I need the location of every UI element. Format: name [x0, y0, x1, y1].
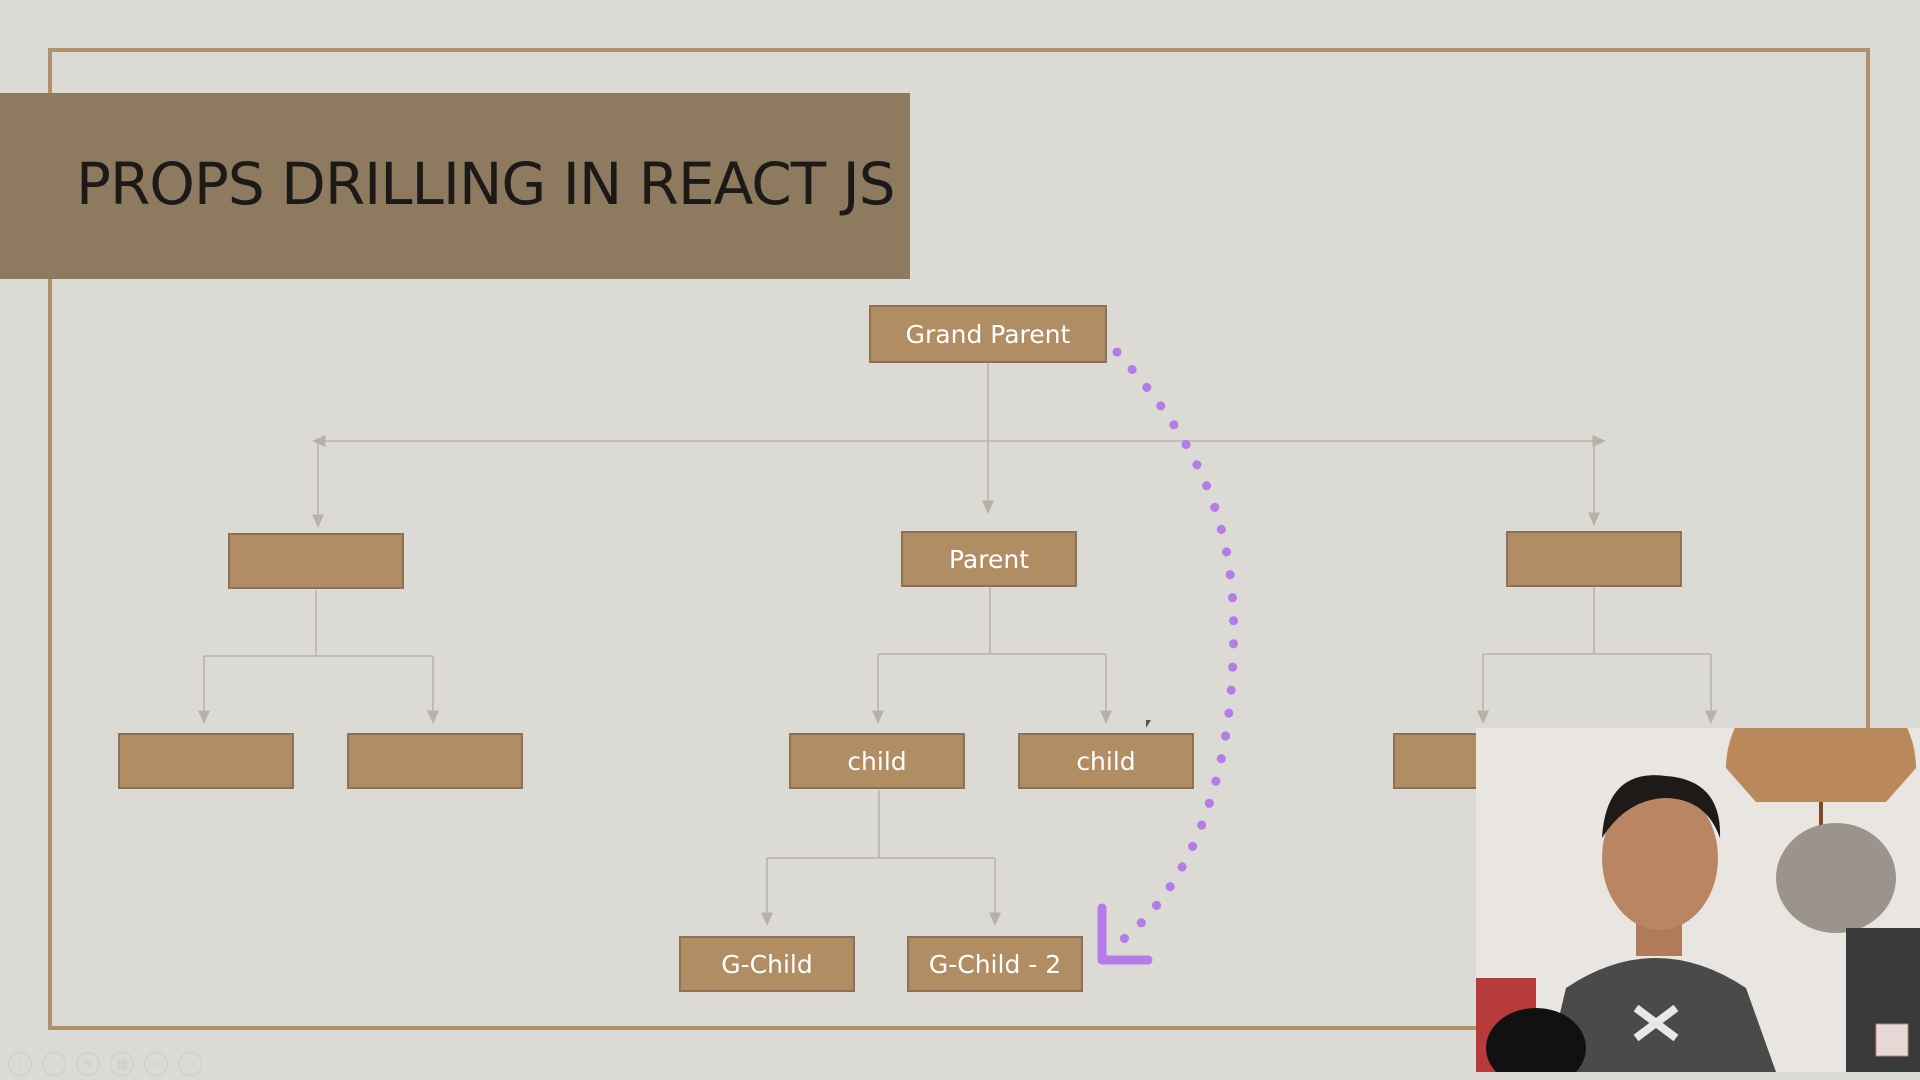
- node-child-2-label: child: [1076, 746, 1136, 776]
- zoom-icon[interactable]: ⌕: [144, 1052, 168, 1076]
- node-child-2: child: [1018, 733, 1194, 789]
- node-gchild-2: G-Child - 2: [907, 936, 1083, 992]
- more-icon[interactable]: ⋯: [178, 1052, 202, 1076]
- node-gchild-2-label: G-Child - 2: [928, 949, 1062, 979]
- node-gchild-1-label: G-Child: [721, 949, 813, 979]
- node-grand-parent-label: Grand Parent: [905, 319, 1071, 349]
- node-child-1-label: child: [847, 746, 907, 776]
- prev-icon[interactable]: ‹: [8, 1052, 32, 1076]
- node-grand-parent: Grand Parent: [869, 305, 1107, 363]
- presenter-webcam: [1476, 728, 1920, 1072]
- drill-arrow-head: [1097, 903, 1153, 965]
- slide-frame: [48, 48, 1870, 1030]
- slide-toolbar: ‹ › ✎ ▦ ⌕ ⋯: [8, 1052, 202, 1076]
- node-left-leaf-2: [347, 733, 523, 789]
- node-parent: Parent: [901, 531, 1077, 587]
- drill-arrow-path: [1107, 347, 1239, 953]
- node-left-branch: [228, 533, 404, 589]
- slide-title: PROPS DRILLING IN REACT JS: [76, 150, 896, 218]
- node-child-1: child: [789, 733, 965, 789]
- node-left-leaf-1: [118, 733, 294, 789]
- title-band: [0, 93, 910, 279]
- node-gchild-1: G-Child: [679, 936, 855, 992]
- pen-icon[interactable]: ✎: [76, 1052, 100, 1076]
- next-icon[interactable]: ›: [42, 1052, 66, 1076]
- grid-icon[interactable]: ▦: [110, 1052, 134, 1076]
- mouse-cursor: [1146, 720, 1151, 728]
- node-parent-label: Parent: [948, 544, 1030, 574]
- node-right-branch: [1506, 531, 1682, 587]
- presenter-image: [1476, 728, 1920, 1072]
